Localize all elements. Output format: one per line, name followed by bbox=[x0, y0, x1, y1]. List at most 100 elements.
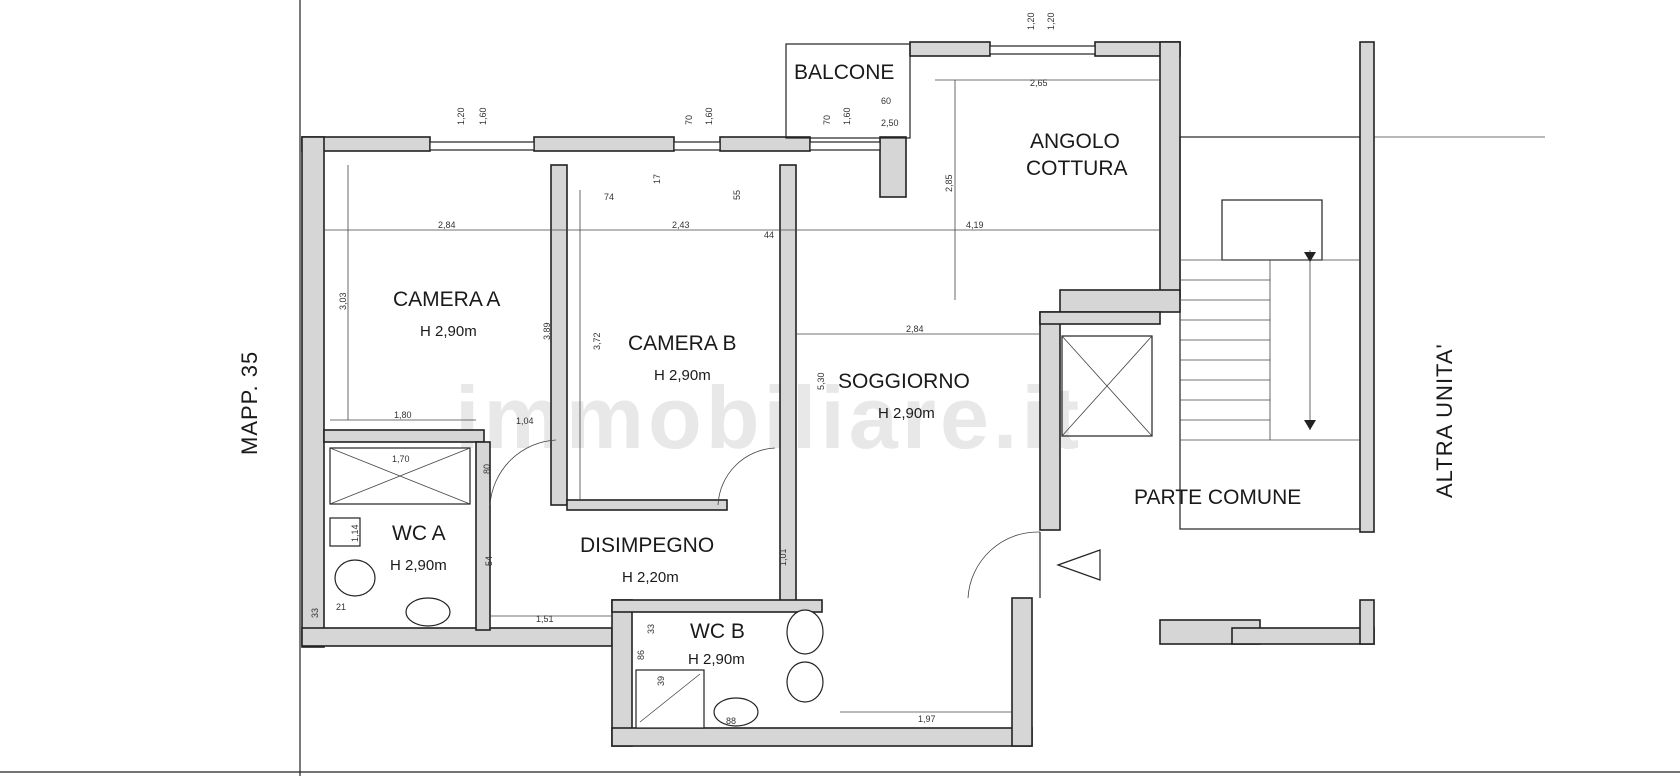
window-kitchen bbox=[989, 45, 1096, 55]
dim-197: 1,97 bbox=[918, 714, 936, 724]
dim-104: 1,04 bbox=[516, 416, 534, 426]
dim-balc-250: 2,50 bbox=[881, 118, 899, 128]
dim-170: 1,70 bbox=[392, 454, 410, 464]
room-soggiorno-height: H 2,90m bbox=[878, 405, 935, 422]
exterior-walls bbox=[301, 41, 1375, 747]
wall-wcb-left bbox=[611, 599, 633, 747]
dim-180: 1,80 bbox=[394, 410, 412, 420]
dim-win-c-1: 70 bbox=[822, 115, 832, 125]
room-wc-b-name: WC B bbox=[690, 620, 745, 643]
wall-altra-unita bbox=[1359, 41, 1375, 533]
elevator-cross bbox=[1061, 335, 1153, 437]
side-label-mapp: MAPP. 35 bbox=[237, 351, 262, 455]
wall-kitchen-step bbox=[1059, 289, 1181, 313]
wall-top-kitchen-1 bbox=[909, 41, 991, 57]
dim-80: 80 bbox=[482, 464, 492, 474]
wall-cam-b-soggiorno bbox=[779, 164, 797, 606]
dim-win-b-2: 1,60 bbox=[704, 107, 714, 125]
dim-wcb-88: 88 bbox=[726, 716, 736, 726]
toilet-wc-b bbox=[786, 609, 824, 655]
balcone-outline bbox=[785, 43, 911, 139]
room-disimpegno-name: DISIMPEGNO bbox=[580, 534, 714, 557]
dim-74: 74 bbox=[604, 192, 614, 202]
dim-cam-a-w: 2,84 bbox=[438, 220, 456, 230]
room-camera-a-height: H 2,90m bbox=[420, 323, 477, 340]
wall-top-4 bbox=[879, 136, 907, 198]
wall-top-3 bbox=[719, 136, 811, 152]
dimension-labels: 1,20 1,60 70 1,60 70 1,60 1,20 1,20 60 2… bbox=[310, 12, 1056, 726]
shower-cross bbox=[329, 447, 471, 505]
dim-win-top-2: 1,20 bbox=[1046, 12, 1056, 30]
dim-wcb-39: 39 bbox=[656, 676, 666, 686]
dim-17: 17 bbox=[652, 174, 662, 184]
dim-win-b-1: 70 bbox=[684, 115, 694, 125]
door-camera-a bbox=[489, 439, 557, 506]
window-camera-b bbox=[673, 141, 721, 151]
entrance-arrow-icon bbox=[1056, 549, 1101, 581]
window-camera-a bbox=[429, 141, 535, 151]
stair-arrow-icon bbox=[1304, 252, 1316, 262]
wall-bottom-right bbox=[1011, 597, 1033, 747]
shower-wc-b-diagonal bbox=[639, 673, 701, 723]
bidet-wc-b bbox=[786, 661, 824, 703]
dim-54: 54 bbox=[484, 556, 494, 566]
dim-sogg-h: 5,30 bbox=[816, 372, 826, 390]
watermark: immobiliare.it bbox=[455, 368, 1083, 467]
sink-wc-b bbox=[713, 697, 759, 727]
dim-wcb-86: 86 bbox=[636, 650, 646, 660]
dim-114: 1,14 bbox=[350, 524, 360, 542]
elevator bbox=[1061, 335, 1153, 437]
wall-entrance-2 bbox=[1231, 627, 1375, 645]
wall-left bbox=[301, 136, 325, 648]
doors bbox=[489, 439, 1041, 599]
dim-cam-a-h2: 3,89 bbox=[542, 322, 552, 340]
dim-55: 55 bbox=[732, 190, 742, 200]
stair-arrow-down-icon bbox=[1304, 420, 1316, 430]
window-soggiorno bbox=[809, 141, 881, 151]
wall-elevator-top bbox=[1039, 311, 1161, 325]
fixtures bbox=[329, 447, 824, 729]
wall-cam-a-cam-b bbox=[550, 164, 568, 506]
dim-sogg-w-top: 4,19 bbox=[966, 220, 984, 230]
dim-win-c-2: 1,60 bbox=[842, 107, 852, 125]
dim-sogg-w: 2,84 bbox=[906, 324, 924, 334]
dim-win-a-2: 1,60 bbox=[478, 107, 488, 125]
room-disimpegno-height: H 2,20m bbox=[622, 569, 679, 586]
room-balcone-name: BALCONE bbox=[794, 61, 894, 84]
wall-wc-a-right bbox=[475, 441, 491, 631]
room-camera-b-height: H 2,90m bbox=[654, 367, 711, 384]
wall-wc-a-top bbox=[323, 429, 485, 443]
room-wc-b-height: H 2,90m bbox=[688, 651, 745, 668]
dim-balc-60: 60 bbox=[881, 96, 891, 106]
dim-44: 44 bbox=[764, 230, 774, 240]
room-angolo-cottura-line1: ANGOLO bbox=[1030, 130, 1120, 153]
dim-wcb-33: 33 bbox=[646, 624, 656, 634]
dim-21: 21 bbox=[336, 602, 346, 612]
stair-outline bbox=[1179, 136, 1373, 530]
door-entrance bbox=[967, 531, 1041, 599]
door-camera-b bbox=[717, 447, 776, 506]
wall-entrance-3 bbox=[1359, 599, 1375, 645]
room-wc-a-height: H 2,90m bbox=[390, 557, 447, 574]
wall-bottom-2 bbox=[611, 727, 1033, 747]
dimension-lines bbox=[324, 79, 1160, 713]
stair-upper-flight bbox=[1221, 199, 1323, 261]
room-labels: CAMERA A H 2,90m CAMERA B H 2,90m SOGGIO… bbox=[390, 61, 1301, 668]
room-angolo-cottura-line2: COTTURA bbox=[1026, 157, 1128, 180]
dim-win-a-1: 1,20 bbox=[456, 107, 466, 125]
room-wc-a-name: WC A bbox=[392, 522, 446, 545]
side-label-altra-unita: ALTRA UNITA' bbox=[1432, 343, 1457, 498]
room-camera-a-name: CAMERA A bbox=[393, 288, 500, 311]
elevator-shaft bbox=[1061, 335, 1153, 437]
wall-stair-left bbox=[1039, 311, 1061, 531]
dim-151: 1,51 bbox=[536, 614, 554, 624]
room-parte-comune-name: PARTE COMUNE bbox=[1134, 486, 1301, 509]
wall-wc-b-top bbox=[611, 599, 823, 613]
dim-win-top-1: 1,20 bbox=[1026, 12, 1036, 30]
dim-cam-a-h: 3,03 bbox=[338, 292, 348, 310]
bidet-wc-a bbox=[334, 559, 376, 597]
dim-kitchen-w: 2,65 bbox=[1030, 78, 1048, 88]
windows bbox=[429, 45, 1096, 151]
